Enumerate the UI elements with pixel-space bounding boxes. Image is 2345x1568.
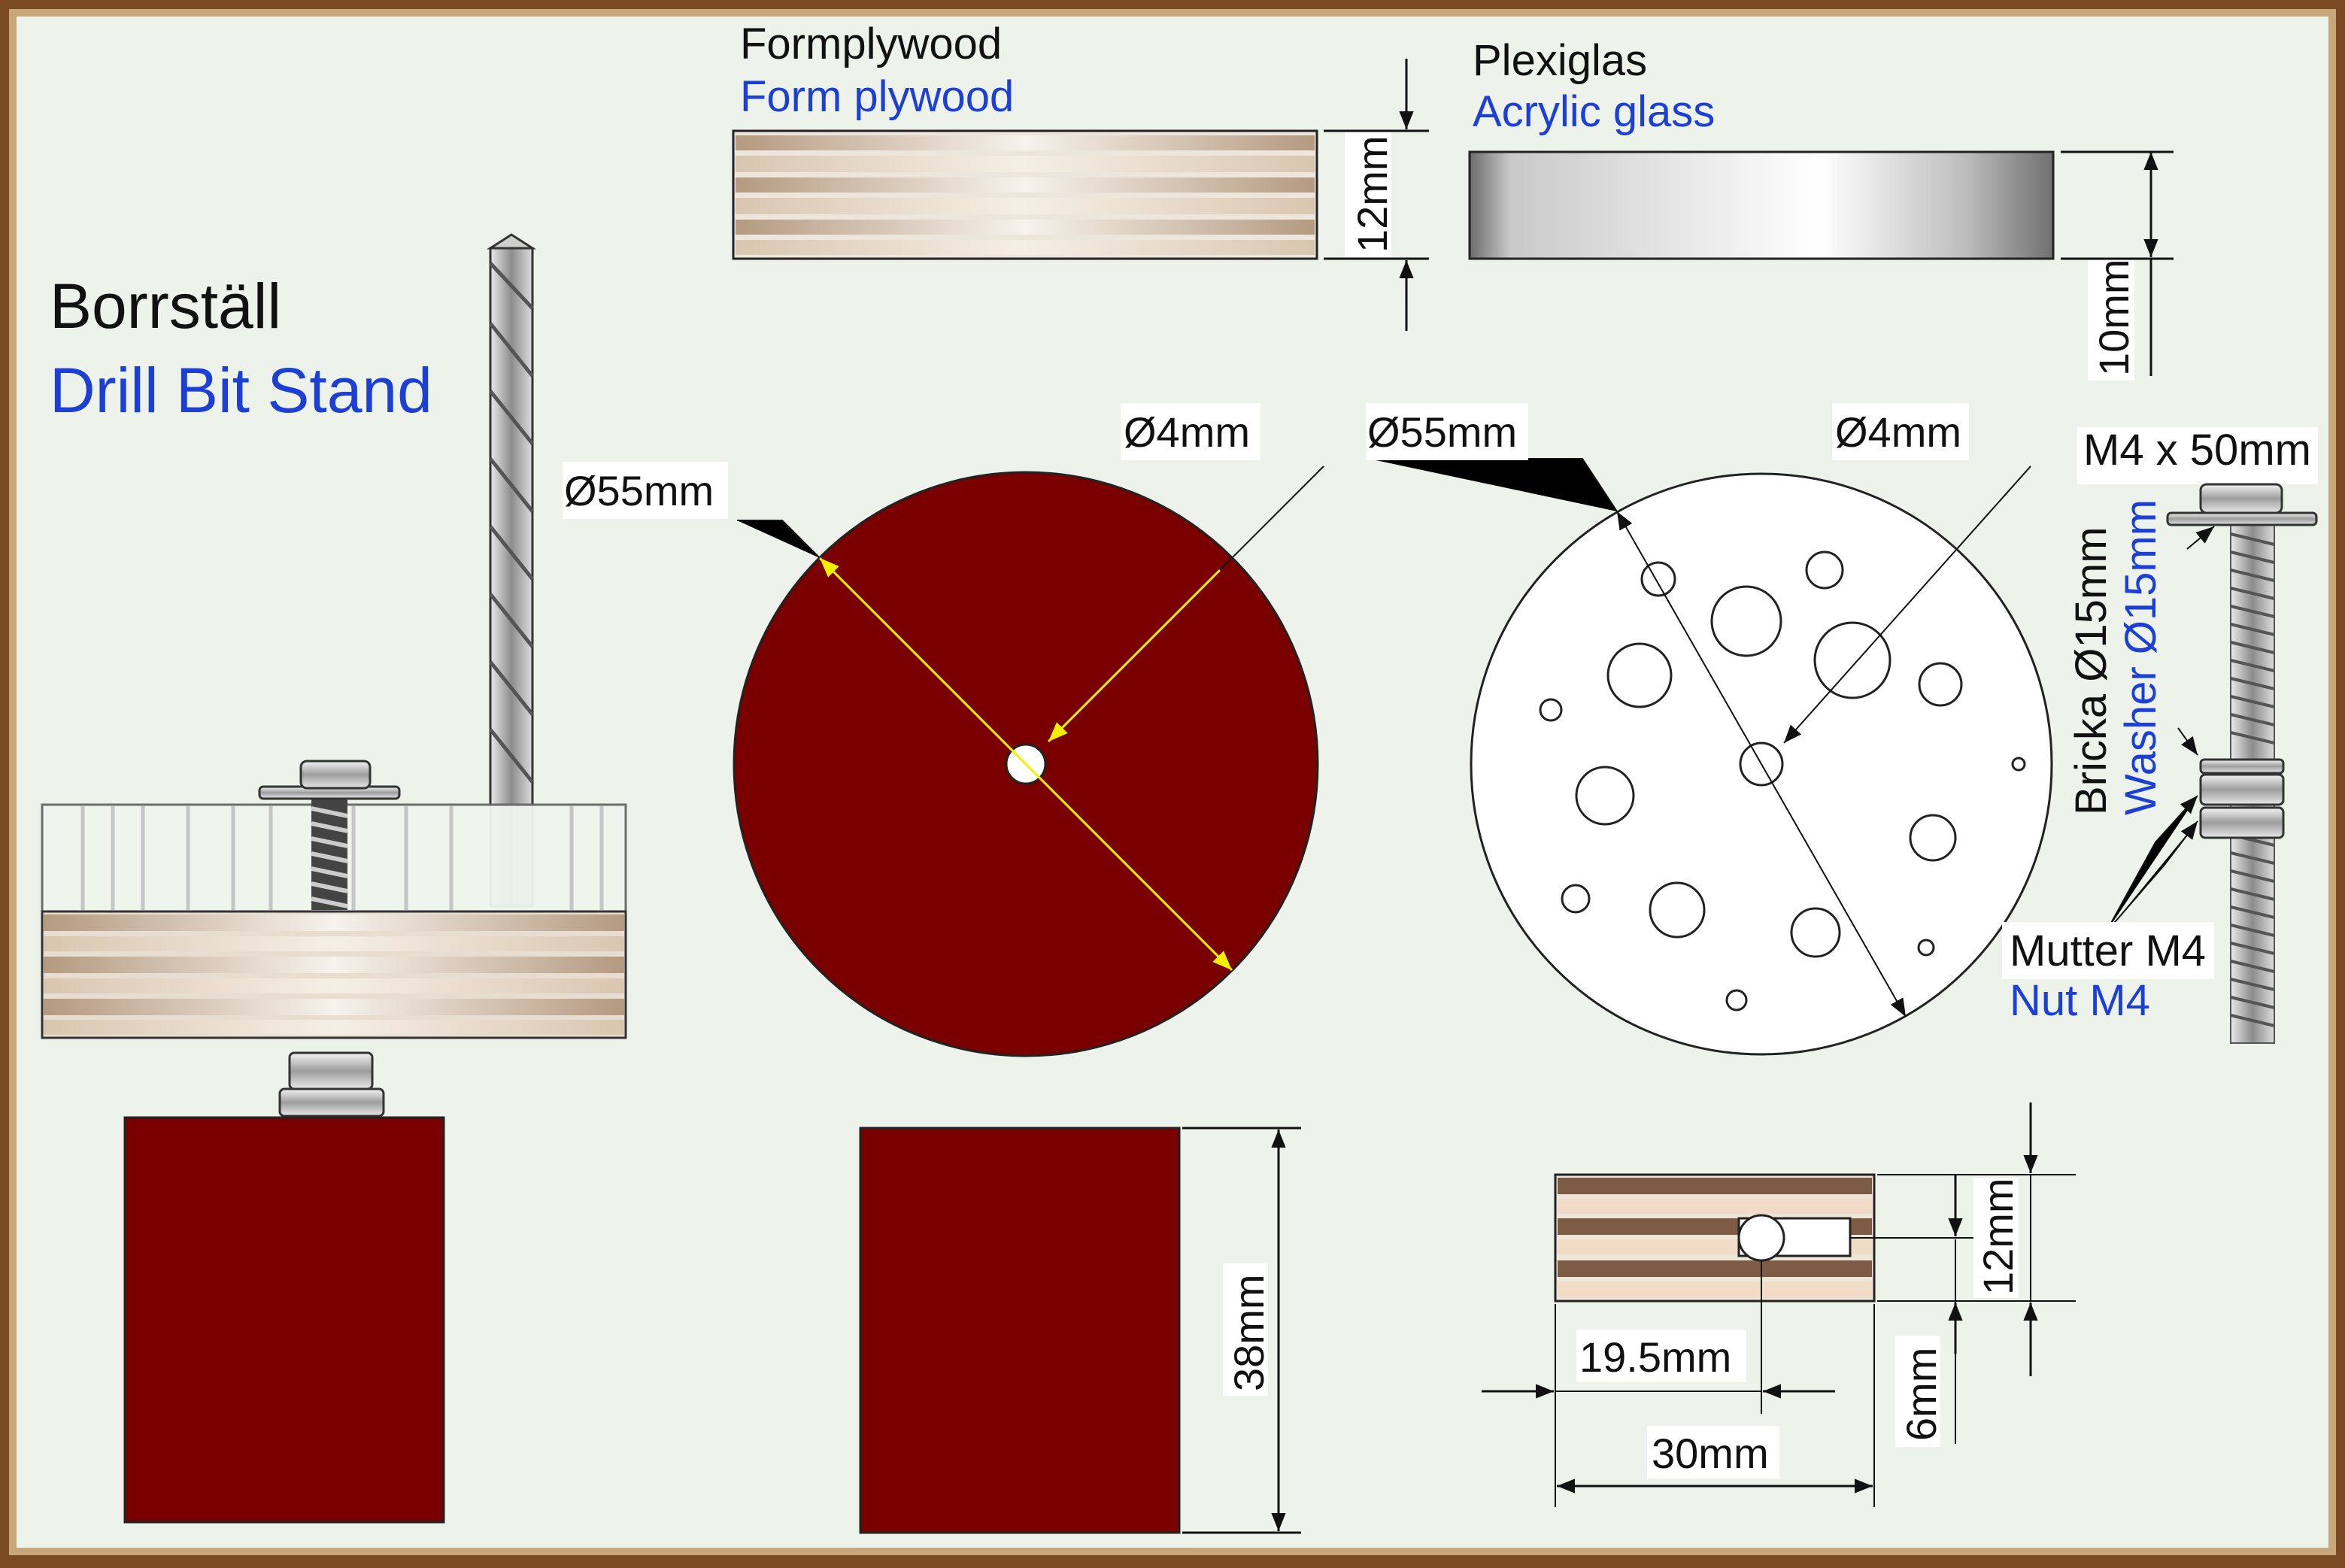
plywood-thickness-dimension: 12mm <box>1324 59 1429 331</box>
plywood-thickness-label: 12mm <box>1348 135 1396 253</box>
acrylic-edge-view <box>1468 150 2055 260</box>
plywood-section-view <box>1554 1173 1876 1303</box>
section-width-label: 30mm <box>1652 1430 1769 1477</box>
acrylic-thickness-dimension: 10mm <box>2061 150 2174 381</box>
assembly-bolt <box>258 760 401 910</box>
bolt-detail <box>2105 483 2318 1044</box>
assembly-view <box>41 233 627 1524</box>
washer-label-swedish: Bricka Ø15mm <box>2067 526 2116 815</box>
nut-detail-lower <box>2199 806 2285 839</box>
block-height-label: 38mm <box>1225 1274 1273 1391</box>
red-block-assembly <box>123 1116 445 1524</box>
nut-label-english: Nut M4 <box>2010 976 2150 1025</box>
bolt-head <box>2199 483 2283 514</box>
red-block-side-view <box>859 1127 1181 1534</box>
plywood-label-english: Form plywood <box>740 72 1014 121</box>
acrylic-label-english: Acrylic glass <box>1473 87 1715 136</box>
acrylic-disc-hole-label: Ø4mm <box>1835 408 1961 456</box>
plywood-label-swedish: Formplywood <box>740 20 1002 68</box>
section-thickness-label: 12mm <box>1974 1178 2022 1295</box>
title-english: Drill Bit Stand <box>50 355 432 426</box>
bolt-label: M4 x 50mm <box>2083 426 2311 475</box>
title-swedish: Borrställ <box>50 271 281 341</box>
acrylic-disc-plan-view <box>1369 458 2053 1056</box>
washer-label-english: Washer Ø15mm <box>2116 499 2165 815</box>
washer-detail <box>2199 758 2285 775</box>
bolt-head-washer <box>2166 511 2318 526</box>
red-disc-hole-label: Ø4mm <box>1124 408 1250 456</box>
nut-label-swedish: Mutter M4 <box>2010 927 2206 975</box>
plywood-base-assembly <box>41 910 627 1039</box>
nut-detail-upper <box>2199 773 2285 806</box>
acrylic-thickness-label: 10mm <box>2090 259 2137 376</box>
plywood-edge-view <box>732 129 1318 260</box>
block-height-dimension: 38mm <box>1182 1127 1301 1534</box>
acrylic-disc-diameter-label: Ø55mm <box>1367 408 1517 456</box>
acrylic-label-swedish: Plexiglas <box>1473 36 1647 85</box>
section-dimensions: 12mm 6mm 19.5mm 30mm <box>1482 1102 2076 1507</box>
assembly-nut <box>278 1051 385 1118</box>
red-disc-plan-view <box>733 466 1324 1057</box>
red-disc-diameter-label: Ø55mm <box>564 467 714 514</box>
drill-bit <box>486 233 537 908</box>
section-hole-position-label: 19.5mm <box>1579 1333 1731 1381</box>
section-offset-label: 6mm <box>1898 1348 1945 1441</box>
